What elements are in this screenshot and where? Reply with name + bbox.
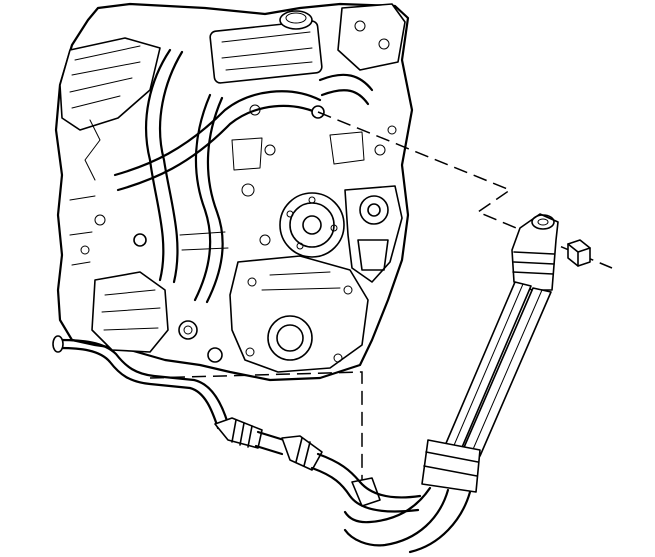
upper-bracket [337,3,406,71]
belt-tensioner [344,185,403,283]
oil-cooler-hose-pair [343,213,559,554]
lower-cooler-line [52,335,422,513]
dashed-leader-lower [149,371,363,490]
water-pump-pulley [279,192,345,258]
fitting-nut [567,239,591,267]
coolant-hose-b [193,93,212,302]
crank-seal [267,315,313,361]
filler-cap [279,10,313,30]
lower-collar [421,439,481,493]
intake-box [209,20,323,84]
valve-cover-left [59,37,161,131]
coolant-hose-a [144,48,172,282]
front-cover [229,255,369,373]
upper-fitting-block [511,213,559,291]
line-end-cap [52,335,64,353]
cross-hose [113,90,322,177]
oil-filter-adapter [91,271,169,353]
coupling-1 [214,417,263,449]
engine-assembly [54,2,414,382]
engine-outline [54,2,414,382]
pipe-run [58,346,220,430]
hose-tube-exit [343,486,432,524]
elbow-fitting [351,477,381,507]
coupling-2 [281,435,323,471]
hex-nut-icon [567,239,591,267]
